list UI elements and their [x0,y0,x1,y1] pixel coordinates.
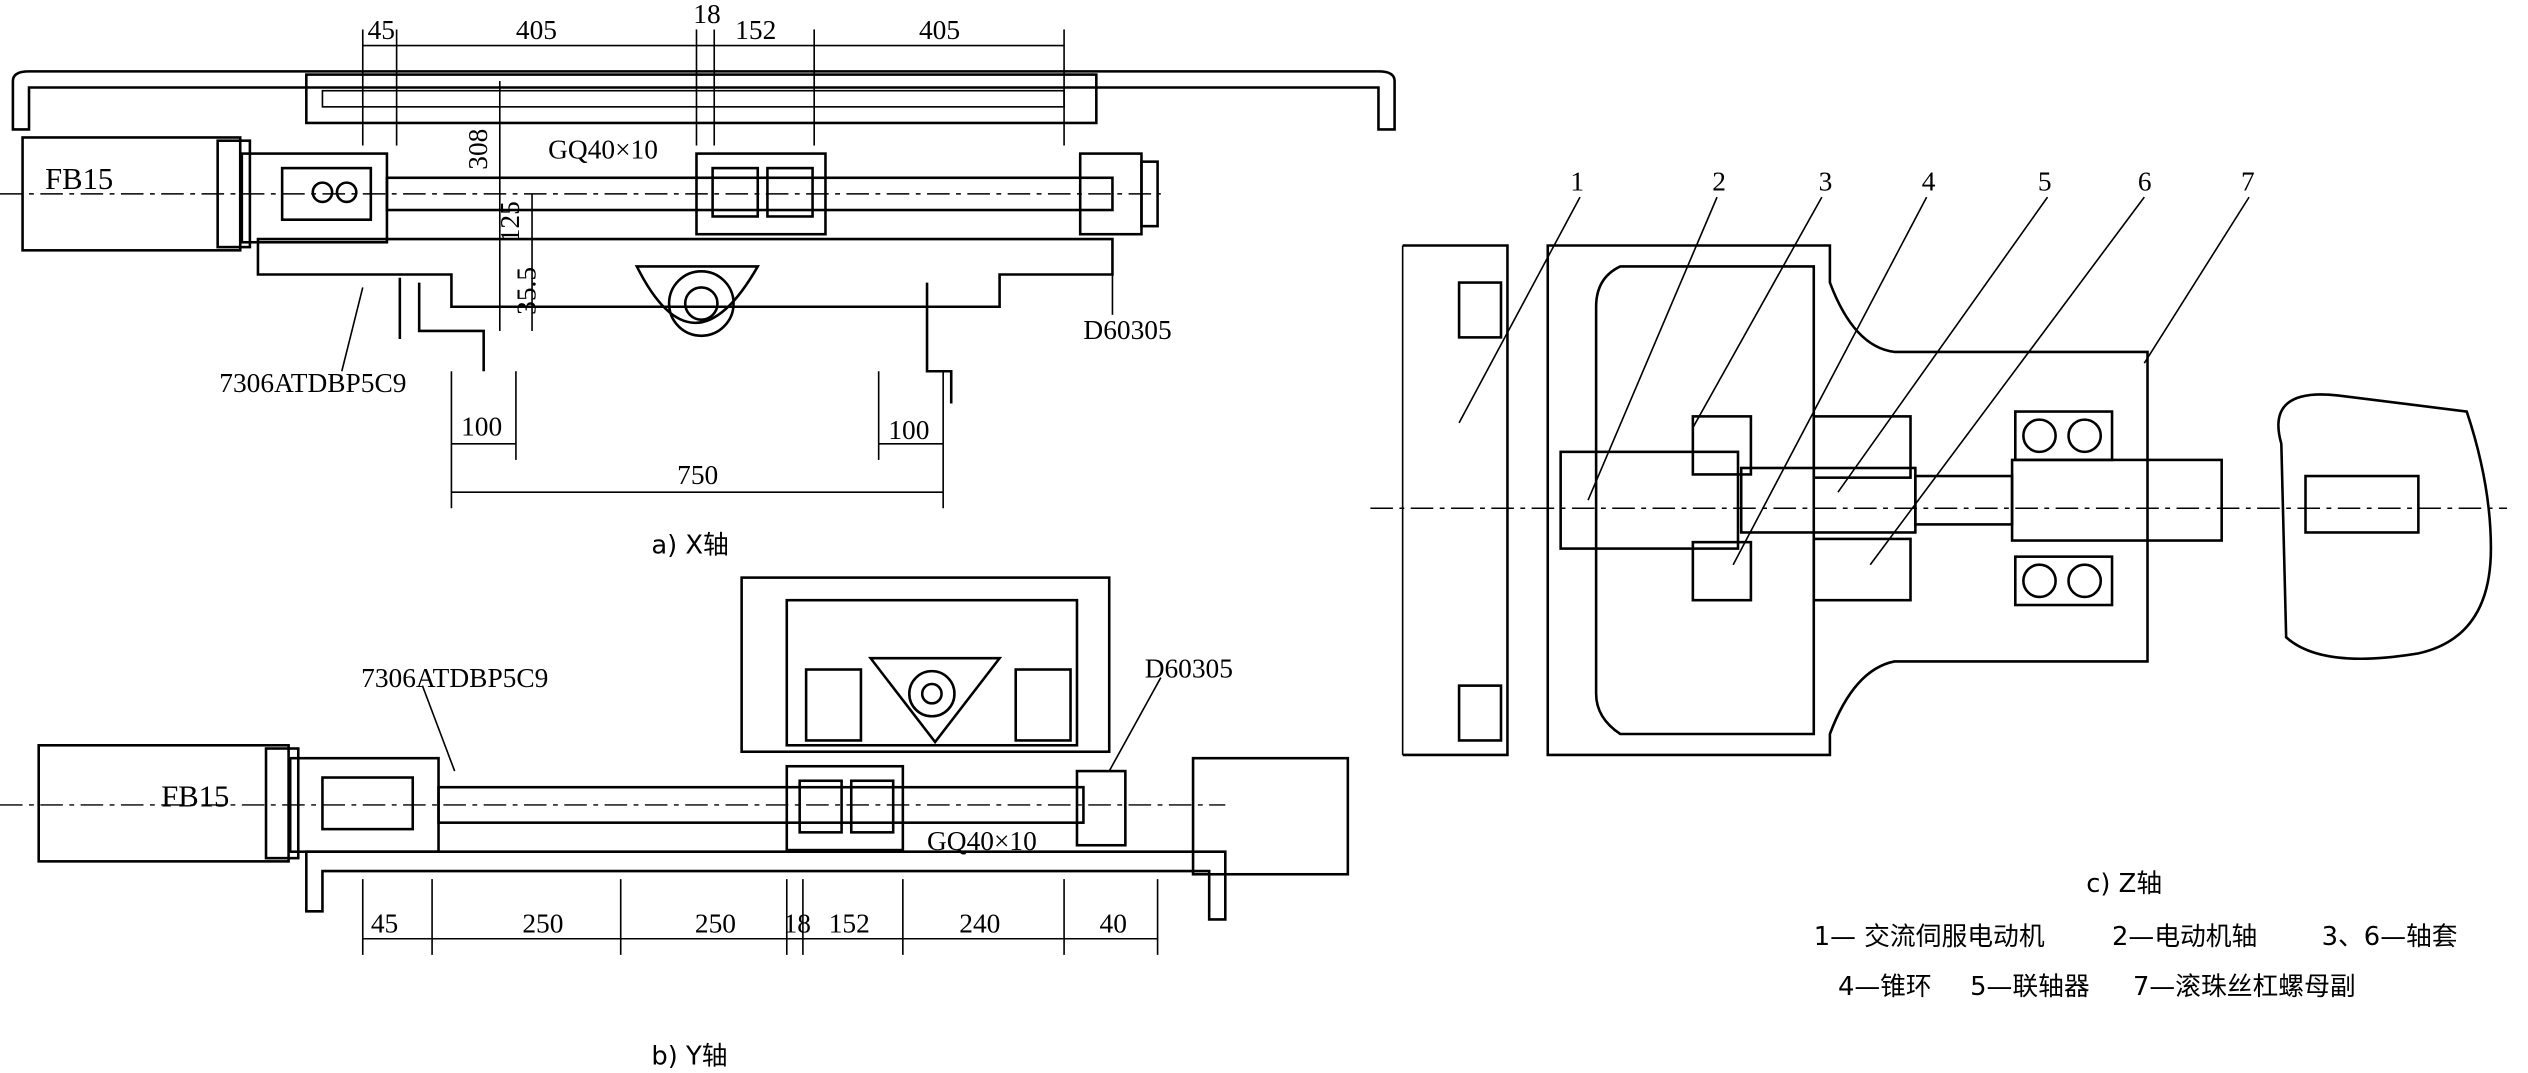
y-axis-labels: 7306ATDBP5C9 D60305 FB15 GQ40×10 45 250 … [161,654,1233,1072]
x-ball-screw [385,176,1114,212]
y-dim-40: 40 [1100,908,1127,938]
x-axis-drawing [0,70,1396,404]
y-dim-240: 240 [959,908,1000,938]
z-axis-caption: c) Z轴 [2086,869,2162,899]
x-screw-label: GQ40×10 [548,134,658,164]
z-part-5: 5 [2038,167,2052,197]
x-axis-dimensions [341,29,1114,509]
y-screw-label: GQ40×10 [927,826,1037,856]
y-dim-250-b: 250 [695,908,736,938]
z-part-7: 7 [2241,167,2255,197]
z-legend-6: 7—滚珠丝杠螺母副 [2133,972,2356,1002]
y-dim-152: 152 [829,908,870,938]
y-axis-drawing [0,576,1350,921]
z-legend-1: 1— 交流伺服电动机 [1814,922,2045,952]
z-part-4: 4 [1922,167,1936,197]
z-part-6: 6 [2138,167,2152,197]
z-legend-4: 4—锥环 [1838,972,1932,1002]
x-dim-18: 18 [693,0,720,29]
z-axis-leaders [1458,196,2250,566]
y-motor-body [37,743,290,863]
x-dim-308: 308 [463,129,493,170]
x-dim-750: 750 [677,460,718,490]
y-axis-caption: b) Y轴 [651,1042,727,1072]
y-dim-45: 45 [371,908,398,938]
x-dim-152: 152 [735,15,776,45]
z-legend-2: 2—电动机轴 [2112,922,2257,952]
y-ball-screw [437,785,1085,824]
x-axis-labels: 45 405 18 152 405 308 125 35.5 100 100 7… [45,0,1172,560]
x-axis-caption: a) X轴 [651,530,729,560]
z-legend-3: 3、6—轴套 [2322,922,2458,952]
z-axis-labels: 1 2 3 4 5 6 7 c) Z轴 1— 交流伺服电动机 2—电动机轴 3、… [1570,167,2457,1003]
y-ball-nut [785,764,905,852]
z-axis-drawing [1370,244,2508,757]
y-axis-dimensions [361,677,1162,955]
x-bearing-left-label: 7306ATDBP5C9 [219,368,406,398]
y-bearing-left-label: 7306ATDBP5C9 [361,663,548,693]
z-legend-5: 5—联轴器 [1970,972,2090,1002]
z-part-1: 1 [1570,167,1584,197]
x-dim-100-left: 100 [461,412,502,442]
x-dim-100-right: 100 [888,415,929,445]
x-bearing-right-label: D60305 [1083,315,1171,345]
x-dim-405-right: 405 [919,15,960,45]
y-bearing-right-label: D60305 [1145,654,1233,684]
y-motor-label: FB15 [161,780,229,814]
x-dim-35-5: 35.5 [511,267,541,315]
y-dim-250-a: 250 [522,908,563,938]
x-dim-125: 125 [495,201,525,242]
z-motor-shaft [1559,450,1740,550]
x-ball-nut [695,152,827,236]
z-part-3: 3 [1819,167,1833,197]
y-dim-18: 18 [784,908,811,938]
z-part-2: 2 [1712,167,1726,197]
x-dim-45: 45 [368,15,395,45]
x-dim-405-left: 405 [516,15,557,45]
x-motor-label: FB15 [45,162,113,196]
